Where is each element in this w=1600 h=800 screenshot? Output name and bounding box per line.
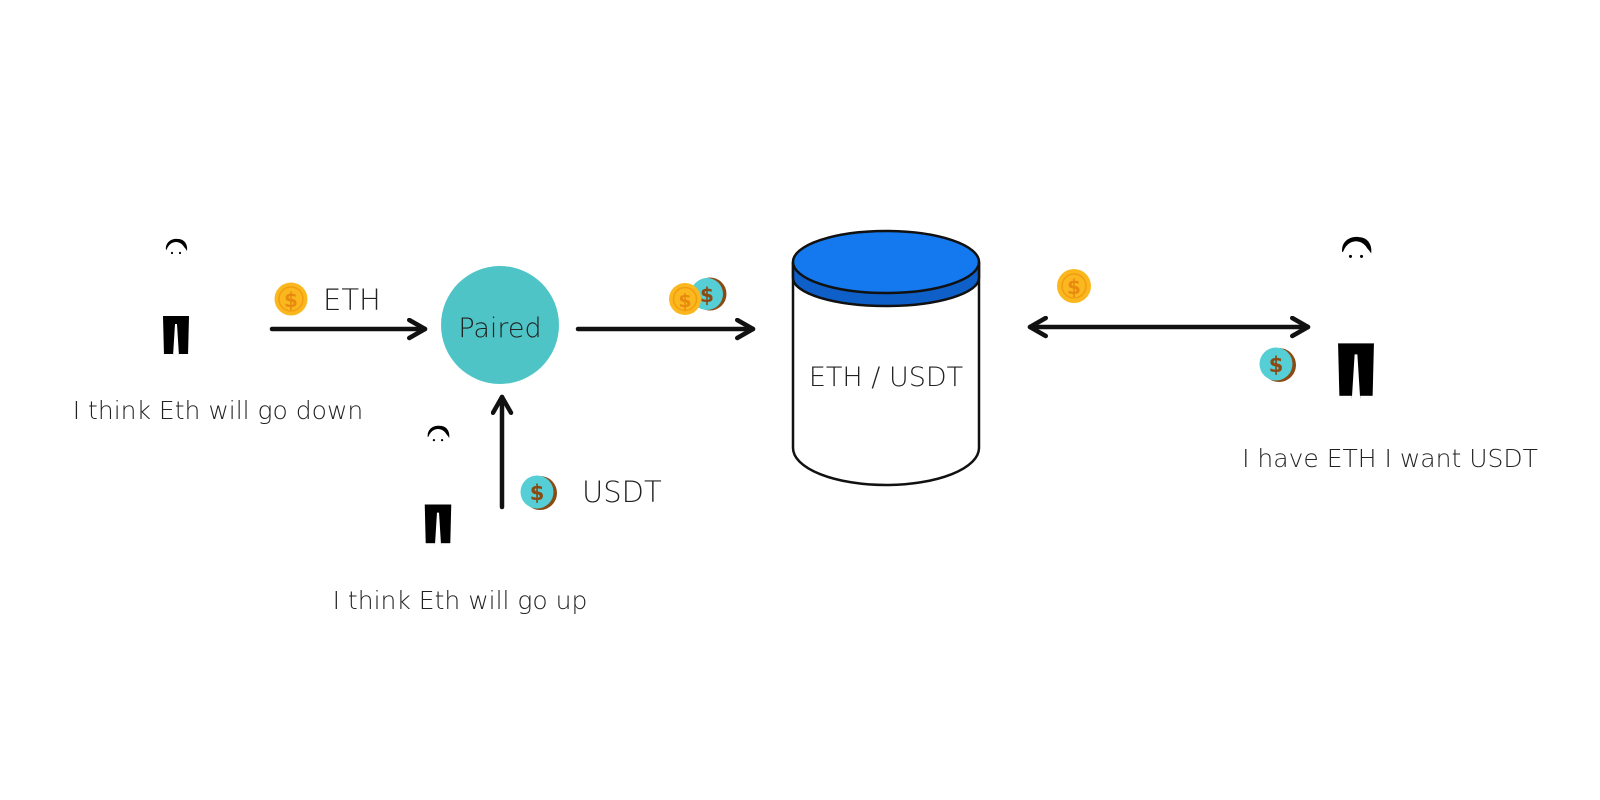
person-left-icon <box>157 238 195 367</box>
paired-label: Paired <box>458 313 542 344</box>
usdt-coin-icon: $ <box>520 475 557 510</box>
bottom-person-caption: I think Eth will go up <box>332 586 588 615</box>
right-teal-coin-icon: $ <box>1259 347 1296 382</box>
eth-coin-icon: $ <box>274 282 308 316</box>
left-person-caption: I think Eth will go down <box>72 396 364 425</box>
coin-symbol: $ <box>284 288 298 312</box>
pool-label: ETH / USDT <box>808 362 964 393</box>
coin-symbol: $ <box>1269 353 1284 377</box>
eth-label: ETH <box>323 283 381 317</box>
person-bottom-icon <box>418 425 458 557</box>
coin-symbol: $ <box>530 481 545 505</box>
paired-circle <box>441 266 559 384</box>
right-gold-coin-icon: $ <box>1057 269 1091 303</box>
coin-symbol: $ <box>1067 275 1081 299</box>
right-person-caption: I have ETH I want USDT <box>1242 444 1538 473</box>
cylinder-pool-icon <box>791 229 981 487</box>
coin-symbol: $ <box>700 283 714 307</box>
person-right-icon <box>1329 236 1383 414</box>
usdt-label: USDT <box>582 475 662 509</box>
paired-coins-icon: $ $ <box>669 277 727 315</box>
coin-symbol: $ <box>678 290 691 312</box>
